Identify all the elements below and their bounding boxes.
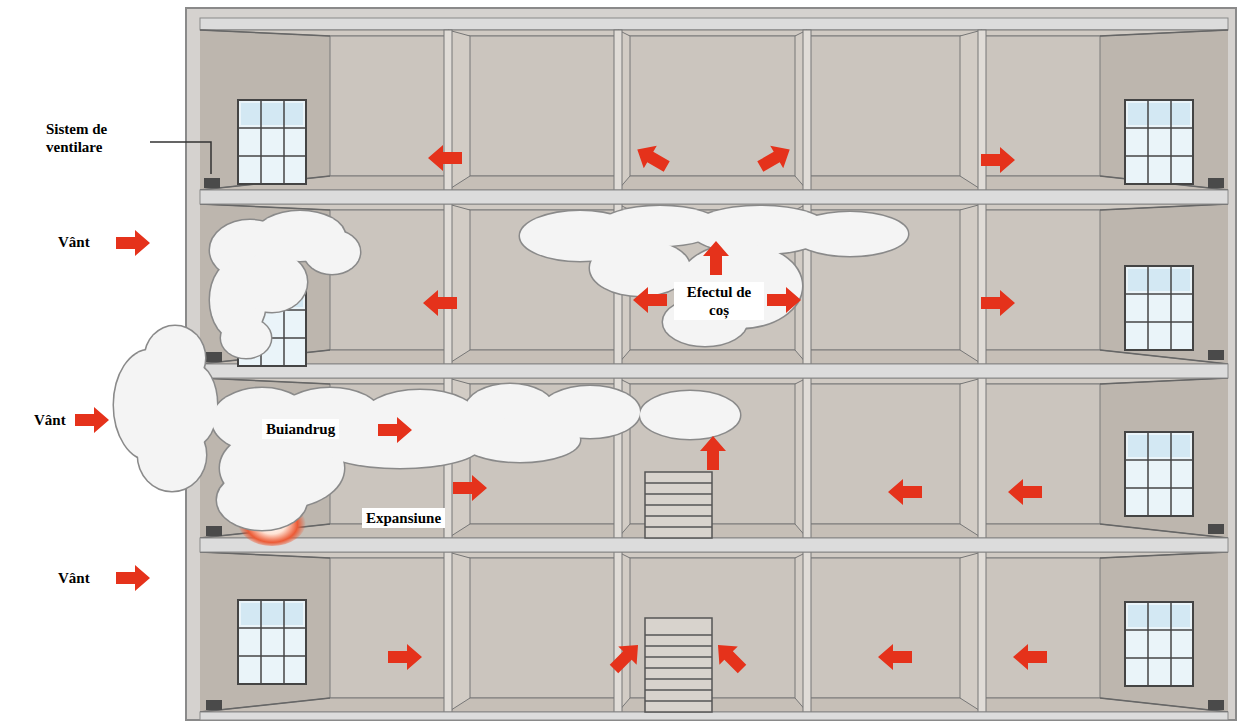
wind-label: Vânt xyxy=(34,411,66,429)
stairs xyxy=(645,472,712,712)
leader-line xyxy=(150,142,211,174)
callout-label: Sistem de ventilare xyxy=(46,120,146,156)
wind-label: Vânt xyxy=(58,569,90,587)
callout-label: Buiandrug xyxy=(262,419,339,439)
floors xyxy=(200,30,1228,712)
wind-label: Vânt xyxy=(58,233,90,251)
roof-slab xyxy=(200,18,1228,30)
callout-label: Efectul de coș xyxy=(674,282,764,320)
smoke-clouds xyxy=(114,206,908,530)
building-frame xyxy=(186,8,1236,720)
airflow-arrows xyxy=(75,138,1047,678)
callout-label: Expansiune xyxy=(362,508,445,528)
